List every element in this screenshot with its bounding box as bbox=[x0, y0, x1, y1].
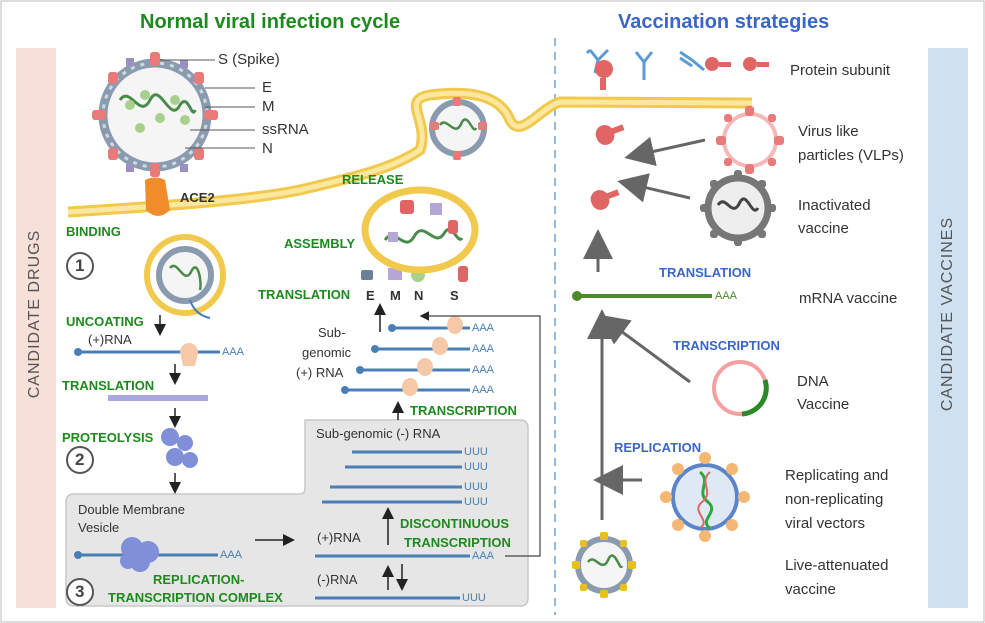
step-circles bbox=[66, 252, 94, 606]
label-spike: S (Spike) bbox=[218, 51, 280, 68]
label-ssrna: ssRNA bbox=[262, 121, 309, 138]
vaccine-vector-1: Replicating and bbox=[785, 467, 889, 484]
polyprotein-bar bbox=[108, 395, 208, 401]
vaccine-mrna: mRNA vaccine bbox=[799, 290, 898, 307]
virion-main bbox=[92, 52, 218, 177]
vaccine-transcription: TRANSCRIPTION bbox=[673, 338, 780, 353]
label-subgenomic-minus: Sub-genomic (-) RNA bbox=[316, 426, 441, 441]
polya-sg-4: AAA bbox=[472, 384, 495, 396]
vaccine-inactivated-2: vaccine bbox=[798, 220, 849, 237]
vaccine-vlp-1: Virus like bbox=[798, 123, 859, 140]
step-number-2: 2 bbox=[75, 450, 85, 469]
vaccine-dna-2: Vaccine bbox=[797, 396, 850, 413]
vaccine-dna-1: DNA bbox=[797, 373, 829, 390]
vaccine-vlp-2: particles (VLPs) bbox=[798, 147, 904, 164]
step-number-1: 1 bbox=[75, 256, 85, 275]
label-n: N bbox=[262, 140, 273, 157]
assembly-vesicle bbox=[361, 186, 479, 274]
vaccine-live-1: Live-attenuated bbox=[785, 557, 889, 574]
step-discont-2: TRANSCRIPTION bbox=[404, 535, 511, 550]
vaccines-band bbox=[928, 48, 968, 608]
side-label-drugs: CANDIDATE DRUGS bbox=[26, 229, 43, 399]
polyu-4: UUU bbox=[464, 496, 488, 508]
drugs-band bbox=[16, 48, 56, 608]
polya-complex: AAA bbox=[472, 550, 495, 562]
feedback-arrow bbox=[419, 311, 541, 557]
dmv-label-1: Double Membrane bbox=[78, 502, 185, 517]
label-plus-rna: (+)RNA bbox=[88, 332, 132, 347]
vaccine-live-2: vaccine bbox=[785, 581, 836, 598]
polya-sg-2: AAA bbox=[472, 343, 495, 355]
viral-vector bbox=[660, 452, 750, 542]
rtc-complex bbox=[120, 537, 159, 572]
polyu-complex: UUU bbox=[462, 592, 486, 604]
ribosome-1 bbox=[180, 343, 198, 366]
polya-sg-1: AAA bbox=[472, 322, 495, 334]
step-binding: BINDING bbox=[66, 224, 121, 239]
inactivated-virion bbox=[700, 170, 776, 246]
subgenomic-plus-strands bbox=[341, 316, 470, 396]
protein-n: N bbox=[414, 288, 424, 303]
step-rtc-1: REPLICATION- bbox=[153, 572, 245, 587]
label-e: E bbox=[262, 79, 273, 96]
subgenomic-plus-2: genomic bbox=[302, 345, 352, 360]
step-release: RELEASE bbox=[342, 172, 404, 187]
step-proteolysis: PROTEOLYSIS bbox=[62, 430, 154, 445]
vlp-particle bbox=[716, 106, 784, 174]
polya-1: AAA bbox=[222, 346, 245, 358]
subgenomic-plus-1: Sub- bbox=[318, 325, 346, 340]
protein-subunit-icons bbox=[585, 48, 769, 90]
step-rtc-2: TRANSCRIPTION COMPLEX bbox=[108, 590, 283, 605]
dmv-label-2: Vesicle bbox=[78, 520, 120, 535]
free-spike-proteins bbox=[590, 124, 625, 210]
protein-e: E bbox=[366, 288, 375, 303]
structural-proteins bbox=[361, 266, 468, 282]
vaccine-inactivated-1: Inactivated bbox=[798, 197, 871, 214]
polyu-1: UUU bbox=[464, 446, 488, 458]
proteolysis-products bbox=[161, 428, 198, 468]
title-vaccination: Vaccination strategies bbox=[618, 11, 830, 33]
polyu-3: UUU bbox=[464, 481, 488, 493]
vaccine-protein-subunit: Protein subunit bbox=[790, 62, 891, 79]
dna-plasmid bbox=[712, 360, 769, 417]
live-attenuated-virion bbox=[572, 532, 636, 598]
step-assembly: ASSEMBLY bbox=[284, 236, 356, 251]
vaccine-arrows bbox=[583, 136, 706, 520]
protein-m: M bbox=[390, 288, 401, 303]
subgenomic-plus-3: (+) RNA bbox=[296, 365, 344, 380]
vaccine-replication: REPLICATION bbox=[614, 440, 702, 455]
vaccine-translation: TRANSLATION bbox=[659, 265, 752, 280]
vaccine-vector-3: viral vectors bbox=[785, 515, 866, 532]
step-translation-1: TRANSLATION bbox=[62, 378, 155, 393]
label-m: M bbox=[262, 98, 275, 115]
step-uncoating: UNCOATING bbox=[66, 314, 144, 329]
polya-sg-3: AAA bbox=[472, 364, 495, 376]
label-ace2: ACE2 bbox=[180, 190, 215, 205]
vaccine-vector-2: non-replicating bbox=[785, 491, 884, 508]
cell-membrane-inner bbox=[67, 90, 753, 215]
polyu-2: UUU bbox=[464, 461, 488, 473]
complex-arrows bbox=[374, 303, 408, 591]
step-discont-1: DISCONTINUOUS bbox=[400, 516, 510, 531]
label-minus-rna: (-)RNA bbox=[317, 572, 358, 587]
left-flow-arrows bbox=[154, 315, 295, 546]
label-plus-rna-2: (+)RNA bbox=[317, 530, 361, 545]
virion-pointer-lines bbox=[160, 59, 255, 149]
title-infection-cycle: Normal viral infection cycle bbox=[140, 11, 401, 33]
endosome-virion bbox=[144, 234, 226, 319]
subgenomic-minus-strands bbox=[322, 450, 462, 504]
step-transcription: TRANSCRIPTION bbox=[410, 403, 517, 418]
step-number-3: 3 bbox=[75, 582, 85, 601]
polya-dmv: AAA bbox=[220, 549, 243, 561]
step-translation-2: TRANSLATION bbox=[258, 287, 351, 302]
mrna-polya: AAA bbox=[715, 290, 738, 302]
side-label-vaccines: CANDIDATE VACCINES bbox=[939, 216, 956, 412]
protein-s: S bbox=[450, 288, 459, 303]
release-virion bbox=[429, 97, 487, 160]
ace2-receptor bbox=[145, 177, 170, 216]
